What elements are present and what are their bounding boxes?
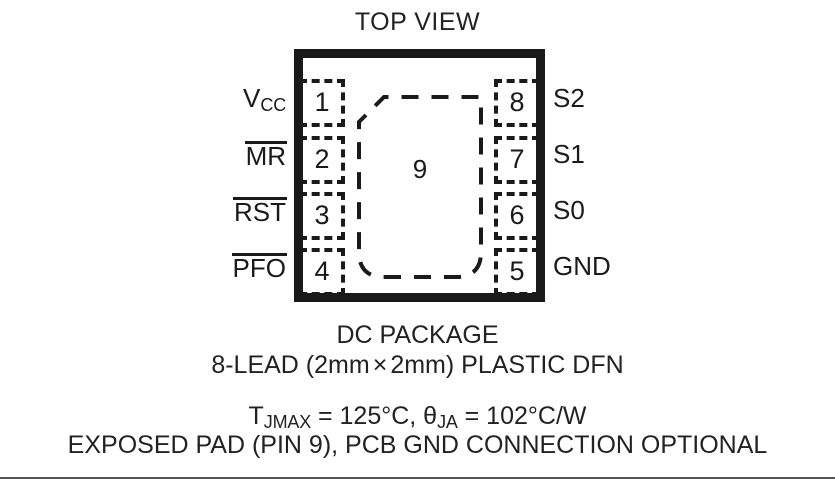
pin-number-4: 4: [314, 255, 330, 286]
pin-pad-4: 4: [299, 248, 345, 296]
pin-number-5: 5: [509, 255, 525, 286]
thermal-theta-value: = 102°C/W: [457, 402, 587, 430]
exposed-pad-outline: 9: [357, 95, 483, 279]
thermal-t-value: = 125°C,: [311, 402, 424, 430]
caption-package-spec: 8-LEAD (2mm×2mm) PLASTIC DFN: [0, 352, 835, 379]
pin-label-group-5: GND: [553, 253, 713, 279]
pin-label-s0: S0: [553, 195, 585, 225]
pin-label-vcc-text: V: [243, 83, 261, 113]
pin-label-s1: S1: [553, 139, 585, 169]
thermal-theta-subscript: JA: [437, 412, 458, 432]
pin-pad-5: 5: [494, 248, 540, 296]
pin-label-pfo: PFO: [140, 253, 288, 283]
page-title: TOP VIEW: [354, 8, 481, 36]
pin-label-group-8: S2: [553, 85, 713, 111]
pin-pad-2: 2: [299, 136, 345, 184]
caption-thermal-spec: TJMAX = 125°C, θJA = 102°C/W: [0, 402, 835, 432]
multiply-icon: ×: [372, 351, 388, 379]
thermal-theta-symbol: θ: [423, 402, 438, 430]
pin-label-s2: S2: [553, 83, 585, 113]
pin-label-group-1: VCC: [140, 83, 286, 114]
exposed-pad-shape-icon: [357, 95, 483, 279]
thermal-t-symbol: T: [248, 402, 264, 430]
footer-divider: [0, 477, 835, 479]
caption-lead-count-suffix: 2mm) PLASTIC DFN: [390, 351, 624, 379]
pin-number-6: 6: [509, 199, 525, 230]
pin-pad-1: 1: [299, 79, 345, 127]
pin-pad-6: 6: [494, 192, 540, 240]
pin-label-pfo-text: PFO: [231, 253, 288, 283]
pin-label-group-3: RST: [140, 197, 287, 227]
thermal-t-subscript: JMAX: [263, 412, 312, 432]
pin-number-2: 2: [314, 143, 330, 174]
pin-label-vcc-subscript: CC: [260, 95, 286, 115]
pin-number-3: 3: [314, 199, 330, 230]
pin-pad-8: 8: [494, 79, 540, 127]
package-interior: 1 2 3 4 8 7 6 5 9: [299, 58, 540, 296]
pin-label-vcc: VCC: [140, 83, 286, 114]
caption-lead-count-prefix: 8-LEAD (2mm: [211, 351, 370, 379]
caption-package-name: DC PACKAGE: [336, 321, 499, 349]
package-body-outline: 1 2 3 4 8 7 6 5 9: [294, 49, 545, 302]
pin-label-group-2: MR: [140, 141, 288, 171]
pin-label-rst-text: RST: [233, 197, 287, 227]
pin-label-group-6: S0: [553, 197, 713, 223]
pin-number-8: 8: [509, 86, 525, 117]
pin-label-gnd: GND: [553, 251, 611, 281]
pin-pad-3: 3: [299, 192, 345, 240]
caption-exposed-pad-note: EXPOSED PAD (PIN 9), PCB GND CONNECTION …: [67, 431, 768, 459]
exposed-pad-number: 9: [412, 154, 428, 184]
pin-number-7: 7: [509, 143, 525, 174]
pin-label-mr: MR: [140, 141, 288, 171]
pin-pad-7: 7: [494, 136, 540, 184]
pin-number-1: 1: [314, 86, 330, 117]
pin-label-group-4: PFO: [140, 253, 288, 283]
pin-label-group-7: S1: [553, 141, 713, 167]
pin-label-rst: RST: [140, 197, 287, 227]
pin-label-mr-text: MR: [244, 141, 288, 171]
